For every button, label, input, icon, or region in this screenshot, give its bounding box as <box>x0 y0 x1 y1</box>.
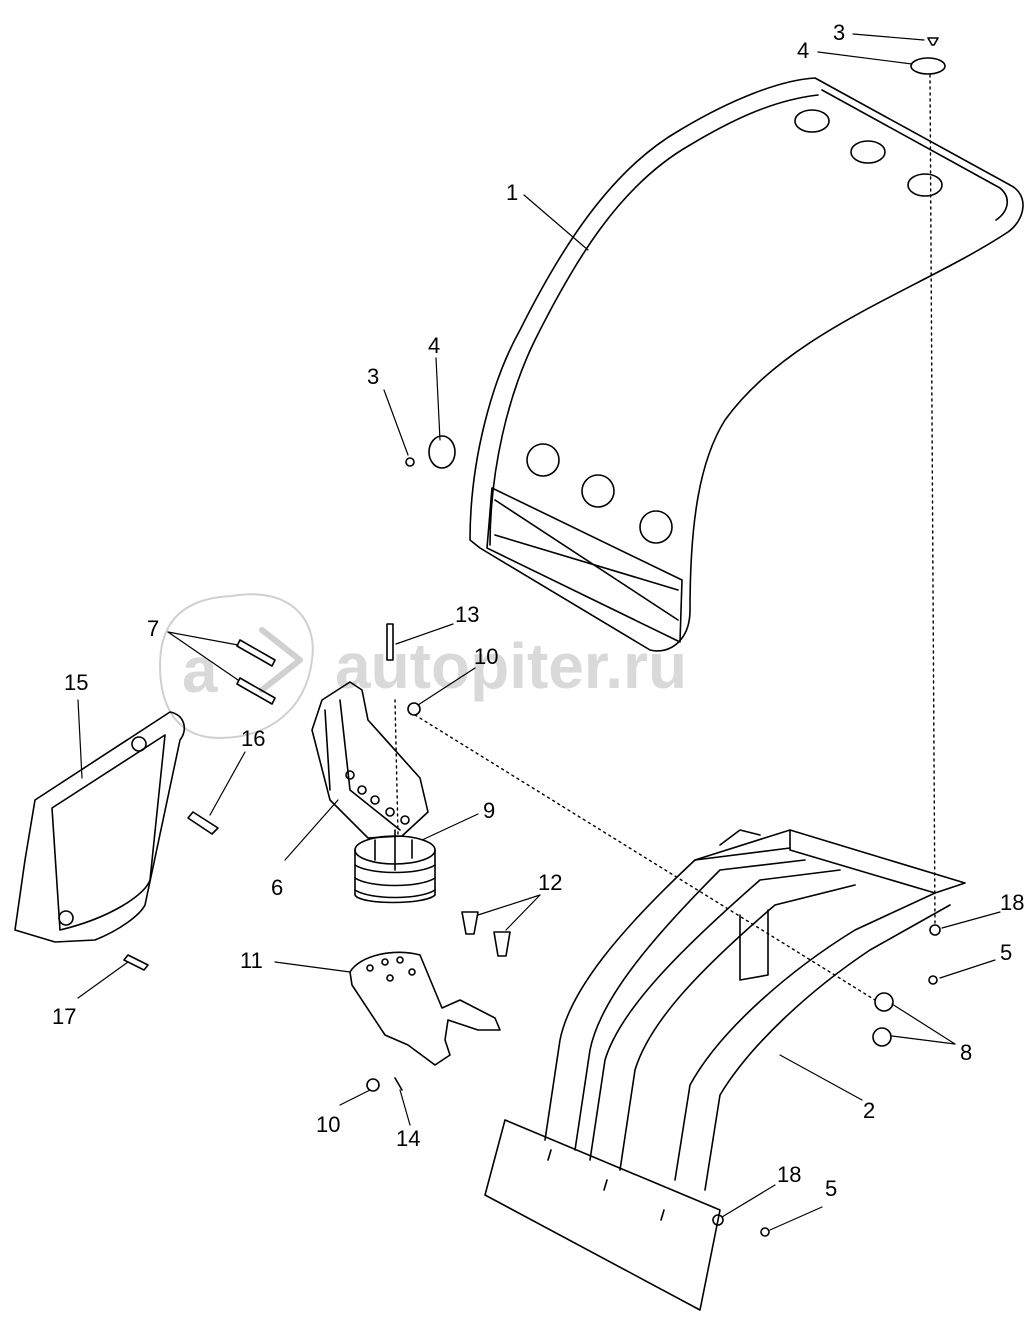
bolt-16 <box>187 811 219 835</box>
part-11-lower-mount <box>349 951 501 1066</box>
bolt-7-upper <box>236 639 276 667</box>
leader-lines <box>77 33 1001 1231</box>
part-15-side-panel <box>14 711 186 943</box>
callout-5-lower: 5 <box>825 1176 837 1201</box>
nut-8-lower <box>872 1027 892 1047</box>
callout-6: 6 <box>271 875 283 900</box>
callout-12: 12 <box>538 870 562 895</box>
bolt-3-left <box>405 457 415 467</box>
callout-10-lower: 10 <box>316 1112 340 1137</box>
callout-4-left: 4 <box>428 333 440 358</box>
pin-14 <box>394 1077 403 1091</box>
part-6-bracket <box>311 681 429 839</box>
bolt-7-lower <box>236 677 276 705</box>
nut-8-upper <box>874 992 894 1012</box>
cap-4-left <box>428 435 456 469</box>
callout-2: 2 <box>863 1098 875 1123</box>
cap-4-top <box>910 57 946 75</box>
pin-13 <box>386 623 394 661</box>
bolt-12-a <box>461 911 479 935</box>
callout-18-lower: 18 <box>777 1162 801 1187</box>
part-2-lower-fender-frame <box>484 829 966 1311</box>
callout-3-left: 3 <box>367 364 379 389</box>
callout-4-top: 4 <box>797 38 809 63</box>
nut-5-upper <box>928 975 938 985</box>
callout-18-upper: 18 <box>1000 890 1024 915</box>
watermark-logo-ring <box>159 593 314 739</box>
bolt-12-b <box>493 931 511 957</box>
nut-10-upper <box>407 702 421 716</box>
fasteners <box>123 37 946 1237</box>
part-9-damper <box>354 829 436 904</box>
callout-7: 7 <box>147 616 159 641</box>
callout-1: 1 <box>506 180 518 205</box>
washer-18-upper <box>929 924 941 936</box>
callout-14: 14 <box>396 1126 420 1151</box>
callout-11: 11 <box>240 948 263 973</box>
part-1-upper-fender <box>469 77 1024 652</box>
bolt-3-top <box>927 37 939 46</box>
nut-5-lower <box>760 1227 770 1237</box>
callout-13: 13 <box>455 602 479 627</box>
callout-labels: 3 4 1 4 3 7 13 10 15 16 9 6 12 18 5 11 1… <box>52 20 1024 1201</box>
callout-16: 16 <box>241 726 265 751</box>
watermark: a autopiter.ru <box>159 593 687 739</box>
watermark-arrow <box>259 627 303 693</box>
callout-17: 17 <box>52 1004 76 1029</box>
callout-9: 9 <box>483 798 495 823</box>
callout-5-upper: 5 <box>1000 940 1012 965</box>
washer-18-lower <box>712 1214 724 1226</box>
callout-3-top: 3 <box>833 20 845 45</box>
bolt-17 <box>123 954 149 971</box>
callout-15: 15 <box>64 670 88 695</box>
nut-10-lower <box>366 1078 380 1092</box>
callout-8: 8 <box>960 1040 972 1065</box>
callout-10-upper: 10 <box>474 644 498 669</box>
assembly-lines <box>394 74 936 1001</box>
